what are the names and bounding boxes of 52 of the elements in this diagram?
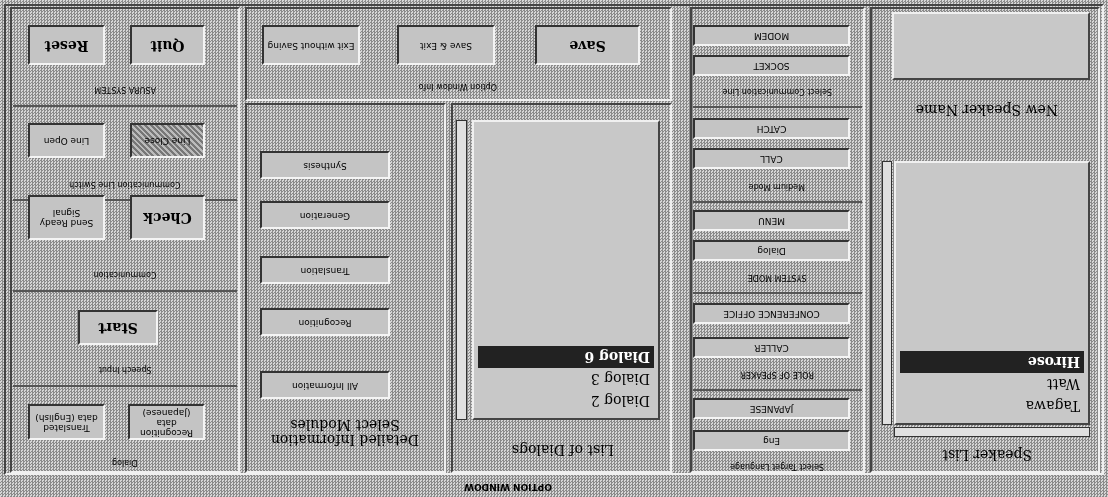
button: CALLER bbox=[693, 337, 850, 358]
button: MENU bbox=[693, 210, 850, 231]
button: Exit without Saving bbox=[262, 25, 360, 65]
button: Start bbox=[78, 310, 158, 345]
heading: Dialog bbox=[112, 458, 138, 468]
heading: Detailed Information Select Modules bbox=[270, 417, 420, 447]
button: MODEM bbox=[693, 25, 850, 46]
list-item: Dialog 3 bbox=[589, 370, 651, 389]
heading: Communication Line Switch bbox=[69, 180, 181, 190]
button: Dialog bbox=[693, 240, 850, 261]
button: Translated data (English) bbox=[28, 404, 105, 440]
list-item: Dialog 2 bbox=[589, 392, 651, 411]
heading: Select Communication Line bbox=[722, 87, 832, 97]
list-item: Tagawa bbox=[1024, 397, 1081, 416]
button: SOCKET bbox=[693, 55, 850, 76]
button: Save & Exit bbox=[397, 25, 495, 65]
button: Check bbox=[130, 195, 205, 240]
selected-button: Line Close bbox=[130, 123, 205, 158]
heading: Option Window Info bbox=[418, 82, 497, 92]
button: All Information bbox=[260, 371, 390, 399]
heading: Communication bbox=[93, 270, 157, 280]
button: Generation bbox=[260, 201, 390, 229]
button: Synthesis bbox=[260, 151, 390, 179]
input-field bbox=[892, 12, 1090, 80]
button: Save bbox=[535, 25, 640, 65]
button: CATCH bbox=[693, 118, 850, 139]
heading: Medium Mode bbox=[748, 182, 805, 192]
button: Send Ready Signal bbox=[28, 195, 105, 240]
heading: Speech Input bbox=[98, 365, 152, 375]
list-item: Watt bbox=[1046, 375, 1081, 394]
heading: List of Dialogs bbox=[511, 442, 614, 458]
list-item: Hirose bbox=[900, 351, 1084, 373]
button: Quit bbox=[130, 25, 205, 65]
window-title: OPTION WINDOW bbox=[463, 481, 553, 492]
button: Reset bbox=[28, 25, 105, 65]
heading: ROLE OF SPEAKER bbox=[740, 370, 814, 380]
button: Eng bbox=[693, 430, 850, 451]
list-box bbox=[894, 161, 1090, 425]
button: Line Open bbox=[28, 123, 105, 158]
list-item: Dialog 6 bbox=[478, 346, 654, 368]
button: JAPANESE bbox=[693, 398, 850, 419]
list-box bbox=[472, 120, 660, 420]
button: Recognition bbox=[260, 308, 390, 336]
button: Recognition data (Japanese) bbox=[128, 404, 205, 440]
heading: Speaker List bbox=[942, 447, 1032, 463]
button: CONFERENCE OFFICE bbox=[693, 303, 850, 324]
button: CALL bbox=[693, 148, 850, 169]
heading: SYSTEM MODE bbox=[747, 273, 807, 283]
heading: Select Target Language bbox=[730, 462, 824, 472]
heading: ASURA SYSTEM bbox=[94, 85, 156, 95]
button: Translation bbox=[260, 256, 390, 284]
heading: New Speaker Name bbox=[915, 102, 1058, 118]
